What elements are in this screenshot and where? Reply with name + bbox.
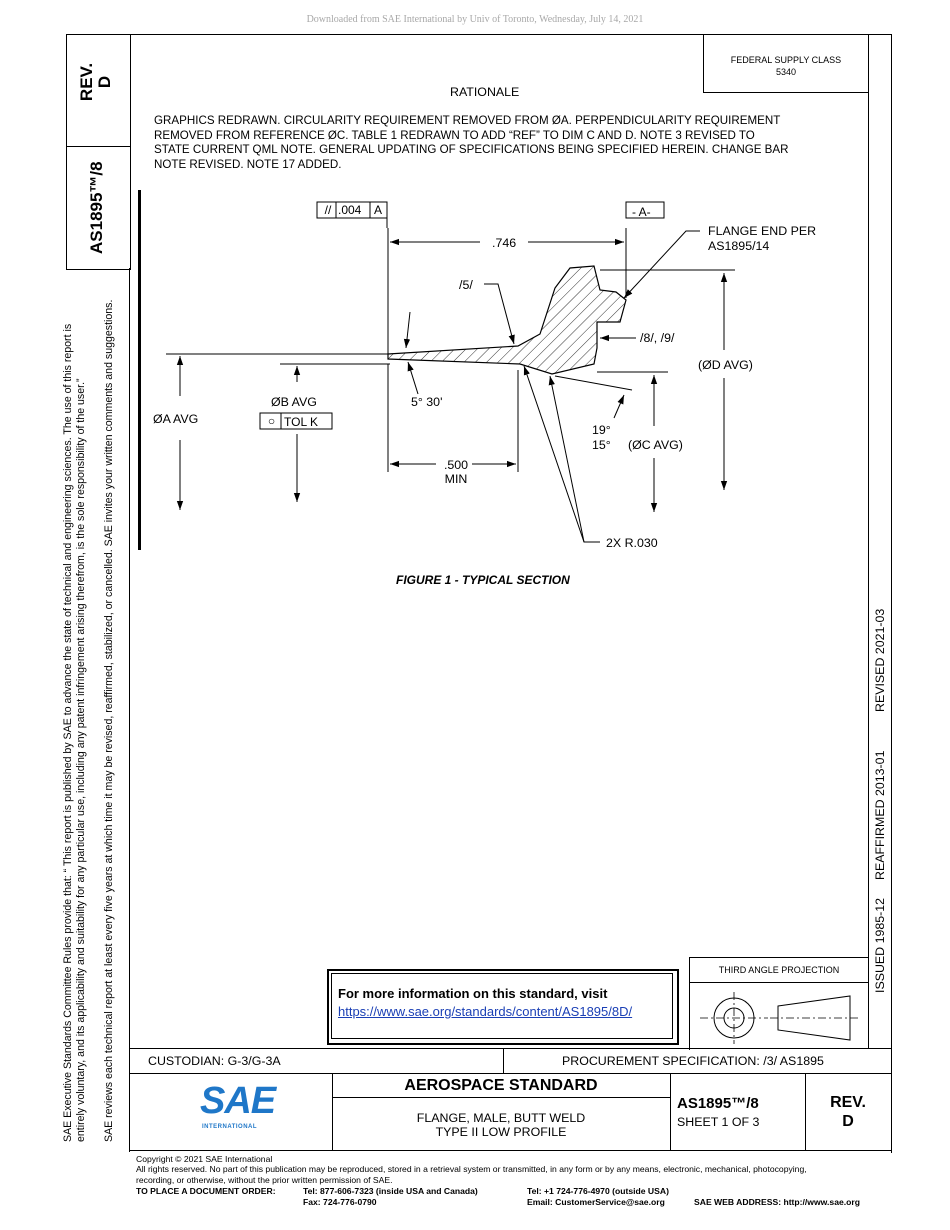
rev-divider [805,1073,806,1151]
parallel-symbol: // [324,203,332,217]
dia-c-label: (ØC AVG) [628,438,683,452]
parallel-datum: A [374,203,383,217]
supply-class-value: 5340 [775,67,797,77]
doc-subtitle: FLANGE, MALE, BUTT WELD TYPE II LOW PROF… [332,1111,670,1139]
flange-end-line2: AS1895/14 [708,239,770,253]
projection-label: THIRD ANGLE PROJECTION [718,965,840,975]
standard-link[interactable]: https://www.sae.org/standards/content/AS… [338,1004,633,1019]
info-box [327,969,679,1045]
reaffirmed-date: REAFFIRMED 2013-01 [873,750,887,880]
projection-box [689,957,869,1050]
change-bar [138,190,141,550]
dim-500: .500 MIN [432,458,480,486]
dim-500-value: .500 [443,458,469,472]
logo-divider [332,1073,333,1151]
rev-block-label: REV. [830,1094,866,1111]
right-strip-divider [868,34,869,1049]
custodian-divider [503,1048,504,1073]
download-notice: Downloaded from SAE International by Uni… [306,14,644,25]
info-text: For more information on this standard, v… [338,986,608,1001]
title-block-bottom [129,1150,891,1151]
title-block-top [129,1048,891,1049]
flange-end-note: FLANGE END PER AS1895/14 [708,224,816,254]
title-block-row [129,1073,891,1074]
part-section [387,265,627,375]
title-divider [670,1073,671,1151]
rights-line-1: All rights reserved. No part of this pub… [136,1164,807,1174]
sae-logo: SAE [200,1080,276,1122]
dim-500-min: MIN [444,472,468,486]
left-id-box [66,34,131,270]
custodian: CUSTODIAN: G-3/G-3A [148,1054,281,1068]
tel-outside: Tel: +1 724-776-4970 (outside USA) [527,1186,669,1196]
rev-block: REV. D [805,1093,891,1131]
web-address: SAE WEB ADDRESS: http://www.sae.org [694,1197,860,1207]
figure-caption: FIGURE 1 - TYPICAL SECTION [396,573,570,587]
tol-k: TOL K [284,415,319,429]
rights-line-2: recording, or otherwise, without the pri… [136,1175,393,1185]
procurement-spec: PROCUREMENT SPECIFICATION: /3/ AS1895 [562,1054,824,1068]
parallel-tolerance: .004 [338,203,362,217]
angle-15: 15° [592,438,611,452]
main-frame-left [129,268,130,1152]
projection-divider [689,982,869,983]
supply-class: FEDERAL SUPPLY CLASS 5340 [703,54,869,78]
rationale-line-4: NOTE REVISED. NOTE 17 ADDED. [154,157,342,171]
dia-a-label: ØA AVG [153,412,199,426]
email: Email: CustomerService@sae.org [527,1197,665,1207]
left-id-divider [66,146,130,147]
fax: Fax: 724-776-0790 [303,1197,377,1207]
doc-number: AS1895™/8 [677,1095,759,1112]
circularity-icon: ○ [267,414,276,428]
main-frame [129,34,892,1153]
doc-title: AEROSPACE STANDARD [404,1077,598,1094]
revised-date: REVISED 2021-03 [873,608,887,712]
title-underline [332,1097,670,1098]
note-8-9: /8/, /9/ [640,331,675,345]
angle-5-30: 5° 30' [411,395,443,409]
dia-d-label: (ØD AVG) [698,358,753,372]
sheet-number: SHEET 1 OF 3 [677,1115,760,1129]
doc-subtitle-line1: FLANGE, MALE, BUTT WELD [416,1111,586,1125]
rev-block-value: D [842,1113,854,1130]
doc-subtitle-line2: TYPE II LOW PROFILE [435,1125,567,1139]
rationale-line-1: GRAPHICS REDRAWN. CIRCULARITY REQUIREMEN… [154,114,781,127]
rationale-line-3: STATE CURRENT QML NOTE. GENERAL UPDATING… [154,143,789,157]
rationale-line-2: REMOVED FROM REFERENCE ØC. TABLE 1 REDRA… [154,128,755,142]
angle-19: 19° [592,423,611,437]
radius-label: 2X R.030 [606,536,658,550]
note-5: /5/ [459,278,473,292]
rationale-heading: RATIONALE [450,85,520,99]
tel-usa: Tel: 877-606-7323 (inside USA and Canada… [303,1186,478,1196]
datum-a: - A- [632,205,651,219]
supply-class-box [703,34,868,93]
info-box-inner [331,973,673,1039]
issued-date: ISSUED 1985-12 [873,897,887,993]
sae-logo-subtitle: INTERNATIONAL [202,1124,258,1130]
flange-end-line1: FLANGE END PER [708,224,817,238]
copyright: Copyright © 2021 SAE International [136,1154,273,1164]
order-label: TO PLACE A DOCUMENT ORDER: [136,1186,276,1196]
rationale-text: GRAPHICS REDRAWN. CIRCULARITY REQUIREMEN… [154,114,854,172]
supply-class-label: FEDERAL SUPPLY CLASS [730,55,842,65]
dia-b-label: ØB AVG [271,395,317,409]
dim-746: .746 [492,236,517,250]
